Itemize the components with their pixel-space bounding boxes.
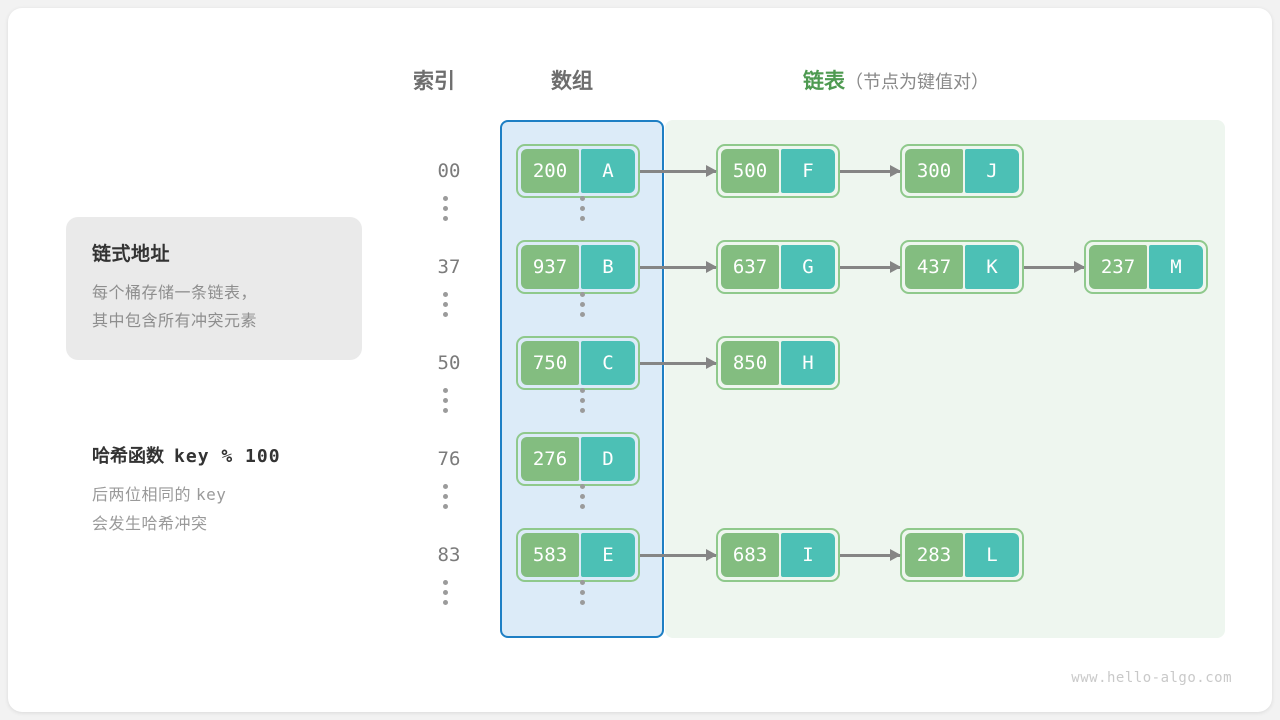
array-column-ellipsis: [572, 385, 592, 415]
watermark: www.hello-algo.com: [1071, 670, 1232, 686]
index-label: 00: [437, 160, 461, 182]
note-line-1: 后两位相同的 key: [92, 480, 382, 510]
node-value: C: [581, 341, 635, 385]
next-pointer-arrow-icon: [840, 261, 901, 273]
node-key: 283: [905, 533, 963, 577]
node-value: I: [781, 533, 835, 577]
callout-chaining: 链式地址 每个桶存储一条链表， 其中包含所有冲突元素: [66, 217, 362, 360]
column-header-linked-list-main: 链表: [803, 70, 845, 93]
next-pointer-arrow-icon: [1024, 261, 1085, 273]
node-value: B: [581, 245, 635, 289]
note-title-expression: key % 100: [174, 446, 281, 467]
note-line-1-text: 后两位相同的: [92, 487, 192, 504]
index-label: 76: [437, 448, 461, 470]
array-column-ellipsis: [572, 577, 592, 607]
callout-title: 链式地址: [92, 244, 171, 265]
node-key: 237: [1089, 245, 1147, 289]
index-column-ellipsis: [435, 385, 455, 415]
index-column-ellipsis: [435, 481, 455, 511]
node-key: 437: [905, 245, 963, 289]
node-value: J: [965, 149, 1019, 193]
next-pointer-arrow-icon: [840, 549, 901, 561]
node-key: 850: [721, 341, 779, 385]
next-pointer-arrow-icon: [640, 165, 717, 177]
node-key: 637: [721, 245, 779, 289]
index-label: 50: [437, 352, 461, 374]
array-column-ellipsis: [572, 481, 592, 511]
node-key: 276: [521, 437, 579, 481]
index-column-ellipsis: [435, 289, 455, 319]
callout-line-2: 其中包含所有冲突元素: [92, 313, 258, 330]
callout-line-1: 每个桶存储一条链表，: [92, 285, 258, 302]
node-value: E: [581, 533, 635, 577]
column-header-linked-list-sub: （节点为键值对）: [845, 72, 989, 92]
index-label: 83: [437, 544, 461, 566]
column-header-index: 索引: [413, 70, 455, 93]
node-key: 683: [721, 533, 779, 577]
index-label: 37: [437, 256, 461, 278]
array-column-ellipsis: [572, 289, 592, 319]
node-value: K: [965, 245, 1019, 289]
column-header-array: 数组: [551, 70, 593, 93]
node-key: 200: [521, 149, 579, 193]
note-line-2: 会发生哈希冲突: [92, 516, 208, 533]
next-pointer-arrow-icon: [640, 357, 717, 369]
node-value: A: [581, 149, 635, 193]
note-hash-function: 哈希函数 key % 100 后两位相同的 key 会发生哈希冲突: [92, 442, 382, 539]
node-value: M: [1149, 245, 1203, 289]
array-column-ellipsis: [572, 193, 592, 223]
node-key: 937: [521, 245, 579, 289]
node-value: F: [781, 149, 835, 193]
next-pointer-arrow-icon: [840, 165, 901, 177]
next-pointer-arrow-icon: [640, 549, 717, 561]
node-key: 750: [521, 341, 579, 385]
note-title: 哈希函数 key % 100: [92, 442, 382, 468]
column-header-linked-list: 链表（节点为键值对）: [803, 65, 989, 95]
index-column-ellipsis: [435, 193, 455, 223]
node-key: 583: [521, 533, 579, 577]
node-key: 300: [905, 149, 963, 193]
next-pointer-arrow-icon: [640, 261, 717, 273]
index-column-ellipsis: [435, 577, 455, 607]
node-value: G: [781, 245, 835, 289]
node-key: 500: [721, 149, 779, 193]
note-line-1-key: key: [195, 485, 227, 504]
note-title-label: 哈希函数: [92, 446, 164, 466]
diagram-card: 索引 数组 链表（节点为键值对） 链式地址 每个桶存储一条链表， 其中包含所有冲…: [8, 8, 1272, 712]
node-value: D: [581, 437, 635, 481]
node-value: L: [965, 533, 1019, 577]
node-value: H: [781, 341, 835, 385]
